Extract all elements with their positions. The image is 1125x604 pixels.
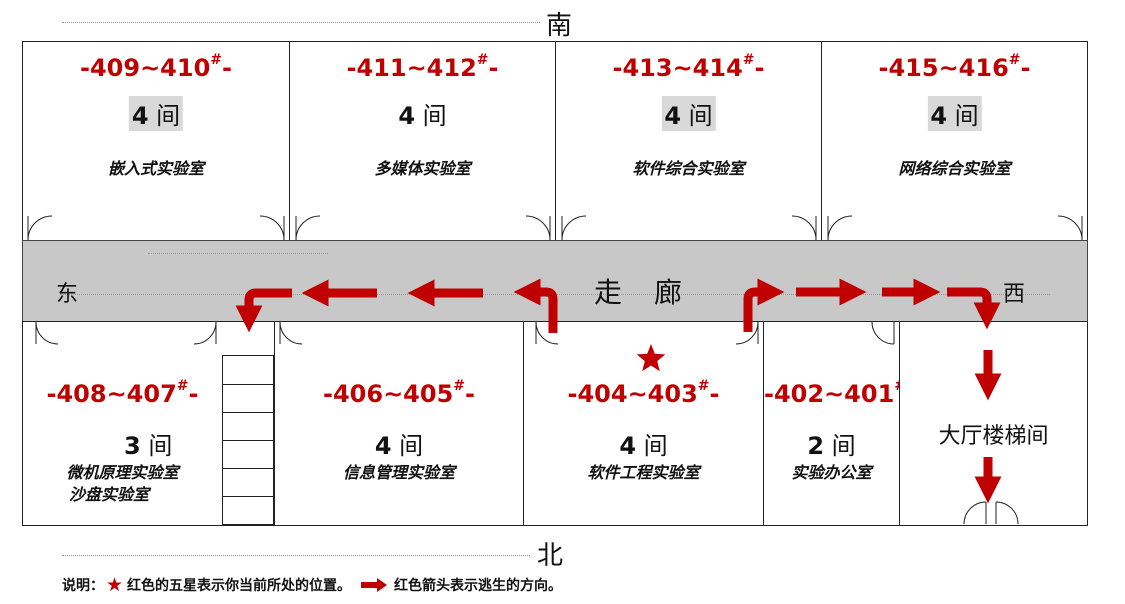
room-count: 4 间 <box>661 96 716 131</box>
room-415-416: -415~416#- 4 间 网络综合实验室 <box>821 41 1088 241</box>
room-number: -413~414#- <box>612 52 765 82</box>
room-413-414: -413~414#- 4 间 软件综合实验室 <box>555 41 822 241</box>
arrow-icon <box>513 278 558 333</box>
door-icon <box>193 321 217 345</box>
room-name: 大厅楼梯间 <box>938 424 1049 449</box>
arrow-icon <box>947 287 1001 330</box>
legend: 说明： ★ 红色的五星表示你当前所处的位置。 红色箭头表示逃生的方向。 <box>62 574 562 596</box>
escape-route <box>235 278 1002 504</box>
room-count: 4 间 <box>128 96 184 131</box>
room-number: -408~407#- <box>46 378 199 408</box>
door-icon <box>561 215 587 241</box>
staircase <box>222 355 274 525</box>
arrow-icon <box>743 278 785 332</box>
door-icon <box>871 321 895 345</box>
arrow-right-icon <box>361 578 388 592</box>
room-name: 软件综合实验室 <box>632 159 745 178</box>
room-name: 实验办公室 <box>791 463 872 482</box>
room-number: -406~405#- <box>323 378 475 408</box>
door-icon <box>295 215 321 241</box>
room-name: 嵌入式实验室 <box>107 159 204 178</box>
room-name: 微机原理实验室 <box>66 463 179 482</box>
room-name: 网络综合实验室 <box>898 159 1011 178</box>
star-icon: ★ <box>106 574 124 596</box>
room-count: 2 间 <box>807 432 856 460</box>
room-name: 多媒体实验室 <box>374 159 471 178</box>
arrow-icon <box>235 288 292 333</box>
room-406-405: -406~405#- 4 间 信息管理实验室 <box>274 321 524 526</box>
room-number: -404~403#- <box>567 378 720 408</box>
door-icon <box>279 321 303 345</box>
corridor-label-2: 廊 <box>654 276 683 309</box>
room-402-401: -402~401# 2 间 实验办公室 <box>763 321 906 526</box>
door-icon <box>791 215 817 241</box>
room-name-2: 沙盘实验室 <box>69 485 150 504</box>
room-number: -409~410#- <box>80 52 232 82</box>
door-icon <box>827 215 853 241</box>
door-icon <box>525 215 551 241</box>
room-count: 4 间 <box>619 432 668 460</box>
north-label: 北 <box>537 541 564 571</box>
room-count: 4 间 <box>374 432 424 460</box>
door-icon <box>1057 215 1083 241</box>
legend-arrow-text: 红色箭头表示逃生的方向。 <box>394 578 563 594</box>
room-count: 3 间 <box>124 432 173 460</box>
room-name: 信息管理实验室 <box>342 463 455 482</box>
room-name: 软件工程实验室 <box>587 463 700 482</box>
room-number: -415~416#- <box>878 52 1031 82</box>
door-icon <box>259 215 285 241</box>
room-count: 4 间 <box>927 96 982 131</box>
door-icon <box>27 215 53 241</box>
legend-prefix: 说明： <box>62 578 104 594</box>
room-count: 4 间 <box>398 102 447 130</box>
star-icon <box>636 344 666 372</box>
room-number: -402~401# <box>764 378 906 408</box>
west-label: 西 <box>1003 282 1026 307</box>
room-409-410: -409~410#- 4 间 嵌入式实验室 <box>22 41 290 241</box>
east-label: 东 <box>56 282 79 307</box>
south-label: 南 <box>546 11 573 41</box>
door-icon <box>995 501 1019 525</box>
room-number: -411~412#- <box>346 52 499 82</box>
corridor-label-1: 走 <box>594 276 623 309</box>
door-icon <box>35 321 59 345</box>
legend-star-text: 红色的五星表示你当前所处的位置。 <box>127 578 352 594</box>
room-411-412: -411~412#- 4 间 多媒体实验室 <box>289 41 556 241</box>
door-icon <box>963 501 987 525</box>
